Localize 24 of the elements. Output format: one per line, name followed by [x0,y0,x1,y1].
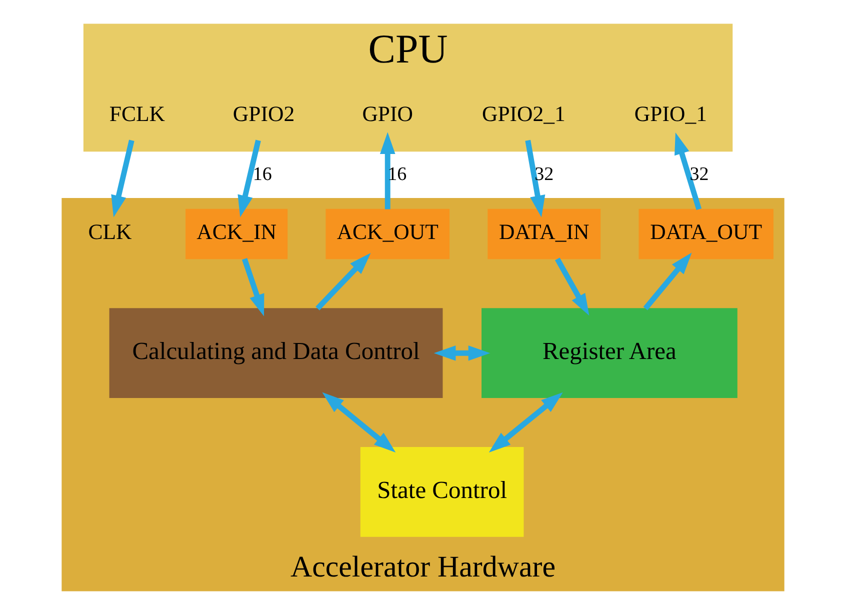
node-box: ACK_OUT [325,208,450,260]
node-box: ACK_IN [185,208,288,260]
arrow [241,258,264,316]
arrow [554,258,589,316]
arrow [433,345,490,361]
node-box: State Control [360,447,524,537]
arrow [642,252,692,310]
node-text: GPIO [362,102,413,126]
node-text: FCLK [108,102,165,126]
edge-label: 32 [689,164,708,185]
node-box: DATA_IN [487,208,600,260]
arrow [488,392,562,452]
node-text: CLK [88,220,132,244]
node-text: GPIO2 [232,102,294,126]
arrow [322,392,396,453]
node-text: GPIO_1 [634,102,706,126]
node-box: Register Area [481,308,737,398]
node-box: Calculating and Data Control [108,308,442,398]
arrow [315,252,370,310]
node-text: GPIO2_1 [481,102,565,126]
node-box: DATA_OUT [638,208,773,260]
arrow [379,132,395,210]
edge-label: 16 [252,164,272,185]
arrow [674,132,702,210]
